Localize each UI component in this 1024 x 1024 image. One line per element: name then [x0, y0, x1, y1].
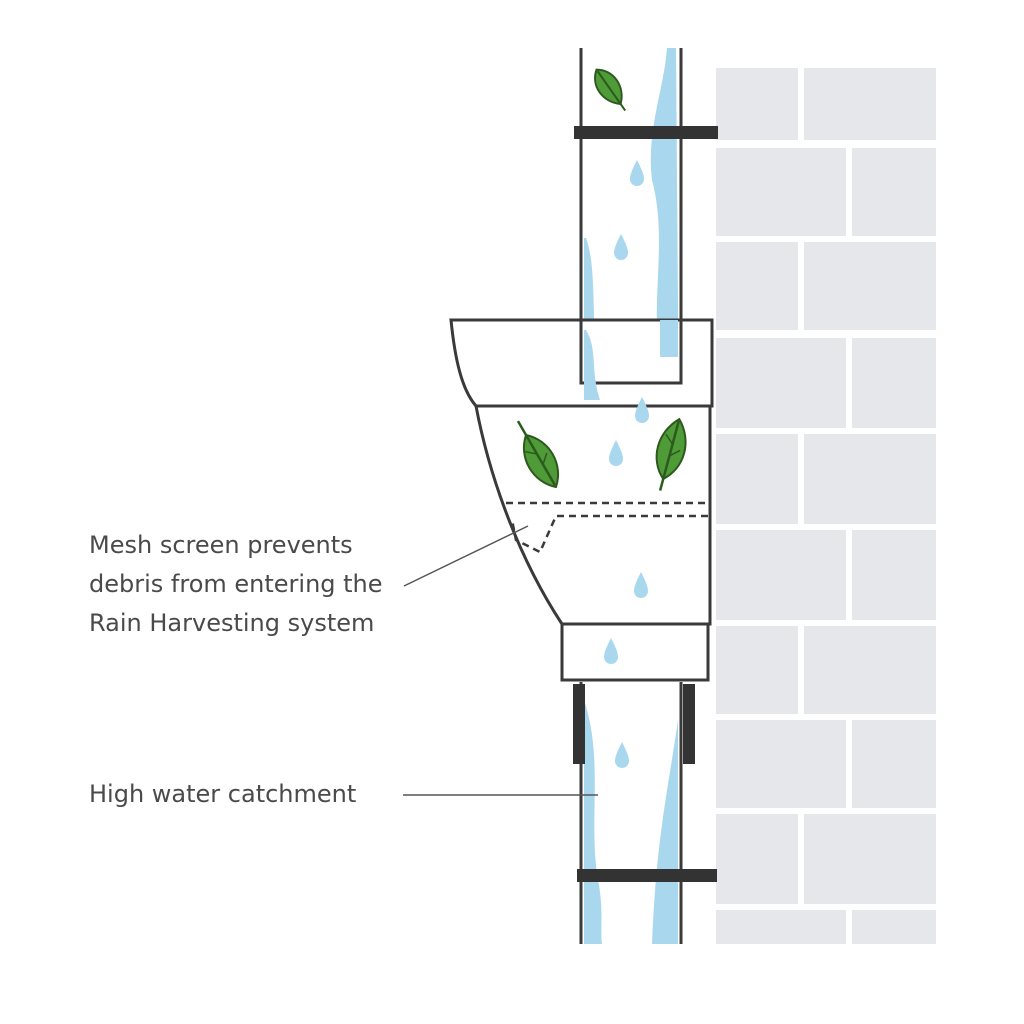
water-drop-icon	[614, 234, 628, 260]
water-stream	[584, 330, 600, 400]
pipe-bracket	[574, 126, 718, 139]
pipe-bracket	[577, 869, 717, 882]
pipe-collar	[573, 684, 585, 764]
mesh-screen-label-line-1: Mesh screen prevents	[89, 531, 353, 559]
lower-downpipe	[573, 682, 717, 944]
mesh-screen-label-line-3: Rain Harvesting system	[89, 609, 375, 637]
water-drop-icon	[604, 638, 618, 664]
leaf-icon	[655, 417, 687, 491]
water-drop-icon	[609, 440, 623, 466]
water-drop-icon	[634, 572, 648, 598]
leader-line-mesh	[403, 525, 529, 587]
rain-head	[449, 318, 714, 682]
water-stream	[650, 48, 678, 357]
brick-wall	[716, 68, 936, 944]
mesh-screen	[506, 501, 708, 554]
catchment-label: High water catchment	[89, 775, 356, 814]
water-drop-icon	[635, 397, 649, 423]
water-stream	[584, 700, 602, 944]
pipe-collar	[683, 684, 695, 764]
water-drop-icon	[615, 742, 629, 768]
water-drop-icon	[630, 160, 644, 186]
mesh-screen-label-line-2: debris from entering the	[89, 570, 383, 598]
water-stream	[652, 720, 678, 944]
catchment-label-text: High water catchment	[89, 780, 357, 808]
mesh-screen-label: Mesh screen prevents debris from enterin…	[89, 526, 383, 643]
leaf-icon	[516, 420, 559, 489]
leaf-icon	[594, 68, 627, 112]
water-stream	[660, 320, 678, 357]
